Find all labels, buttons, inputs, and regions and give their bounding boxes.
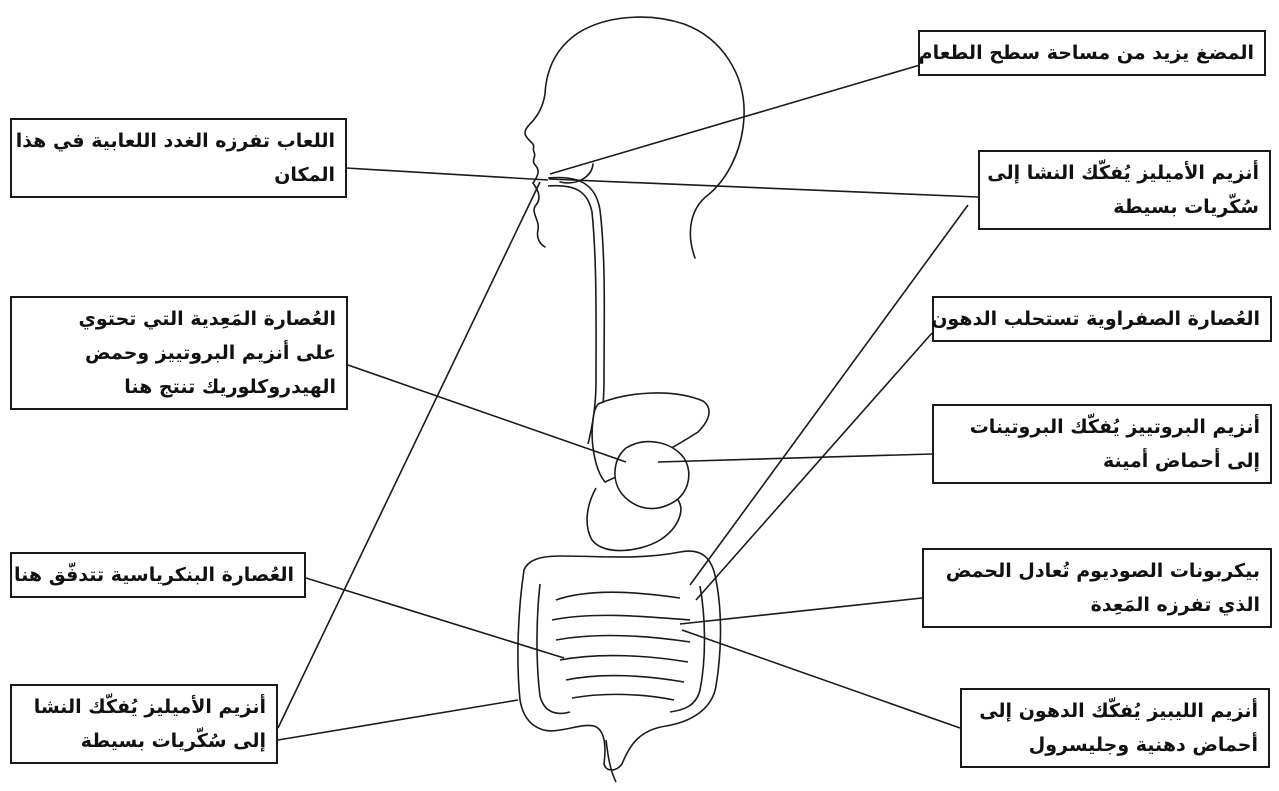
label-text: إلى سُكّريات بسيطة xyxy=(22,724,266,758)
label-saliva: اللعاب تفرزه الغدد اللعابية في هذا المكا… xyxy=(10,118,347,198)
label-text: بيكربونات الصوديوم تُعادل الحمض xyxy=(934,554,1260,588)
label-protease: أنزيم البروتييز يُفكّك البروتينات إلى أح… xyxy=(932,404,1272,484)
leader-bile xyxy=(696,333,932,600)
label-text: الهيدروكلوريك تنتج هنا xyxy=(22,370,336,404)
leader-gastric xyxy=(348,365,626,462)
digestive-tract xyxy=(518,177,721,782)
label-text: أنزيم البروتييز يُفكّك البروتينات xyxy=(944,410,1260,444)
label-text: المضغ يزيد من مساحة سطح الطعام xyxy=(930,36,1254,70)
label-amylase-intestine: أنزيم الأميليز يُفكّك النشا إلى سُكّريات… xyxy=(10,684,278,764)
label-text: الذي تفرزه المَعِدة xyxy=(934,588,1260,622)
oesophagus-inner-wall xyxy=(548,186,596,444)
leader-amylase-mouth xyxy=(549,179,978,197)
label-text: أنزيم الأميليز يُفكّك النشا xyxy=(22,690,266,724)
label-text: سُكّريات بسيطة xyxy=(990,190,1259,224)
label-text: أنزيم الليبيز يُفكّك الدهون إلى xyxy=(972,694,1258,728)
label-text: العُصارة المَعِدية التي تحتوي xyxy=(22,302,336,336)
stomach xyxy=(615,442,689,509)
label-amylase-mouth: أنزيم الأميليز يُفكّك النشا إلى سُكّريات… xyxy=(978,150,1271,230)
head-outline xyxy=(525,17,744,258)
label-pancreatic: العُصارة البنكرياسية تتدفّق هنا xyxy=(10,552,306,598)
label-text: العُصارة الصفراوية تستحلب الدهون xyxy=(944,302,1260,336)
human-body-outline xyxy=(525,17,744,258)
label-gastric: العُصارة المَعِدية التي تحتوي على أنزيم … xyxy=(10,296,348,410)
label-text: العُصارة البنكرياسية تتدفّق هنا xyxy=(22,558,294,592)
label-bile: العُصارة الصفراوية تستحلب الدهون xyxy=(932,296,1272,342)
label-text: المكان xyxy=(22,158,335,192)
leader-saliva xyxy=(346,168,548,180)
leader-amylase-intestine-2 xyxy=(278,700,518,740)
leader-amylase-mouth-2 xyxy=(690,205,968,585)
label-text: أنزيم الأميليز يُفكّك النشا إلى xyxy=(990,156,1259,190)
label-text: إلى أحماض أمينة xyxy=(944,444,1260,478)
label-text: على أنزيم البروتييز وحمض xyxy=(22,336,336,370)
label-text: اللعاب تفرزه الغدد اللعابية في هذا xyxy=(22,124,335,158)
leader-amylase-intestine xyxy=(278,182,540,728)
label-lipase: أنزيم الليبيز يُفكّك الدهون إلى أحماض ده… xyxy=(960,688,1270,768)
label-text: أحماض دهنية وجليسرول xyxy=(972,728,1258,762)
label-chewing: المضغ يزيد من مساحة سطح الطعام xyxy=(918,30,1266,76)
leader-protease xyxy=(658,454,932,462)
label-bicarbonate: بيكربونات الصوديوم تُعادل الحمض الذي تفر… xyxy=(922,548,1272,628)
leader-lipase xyxy=(682,630,960,728)
